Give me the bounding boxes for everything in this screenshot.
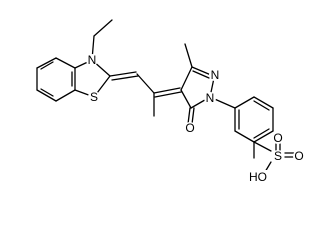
atom-ho: HO (249, 170, 267, 184)
bond-c2-ch-double-b (111, 75, 139, 81)
bond-benzo-3 (55, 89, 76, 102)
atom-bg-ho (249, 170, 267, 183)
structure-canvas: N S N N O O S O HO (36, 19, 305, 184)
atom-bg-n2 (209, 69, 221, 81)
atom-bg-n1 (204, 92, 216, 104)
bond-ph-1 (234, 96, 255, 109)
bond-ph-5 (234, 130, 255, 143)
bond-benzo-1 (55, 57, 76, 69)
atom-o-right: O (294, 149, 303, 163)
atom-bg-o-top (272, 132, 284, 144)
bond-ph-inner-2 (253, 128, 270, 139)
atom-s1: S (90, 90, 98, 104)
bonds (36, 19, 295, 173)
bond-ph-inner-1 (253, 100, 270, 111)
bond-ch-cme (136, 73, 155, 94)
atom-bg-o-right (293, 150, 305, 162)
bond-c5-c4 (180, 89, 192, 109)
bond-c5-o-double-a (187, 107, 191, 125)
bond-c3-n2-double-b (192, 70, 210, 79)
bond-c3-methyl (184, 43, 193, 68)
atom-o-top: O (273, 131, 282, 145)
bond-benzo-inner-2 (40, 88, 54, 97)
atom-n2: N (211, 68, 220, 82)
bond-ph-2 (253, 96, 274, 109)
bond-ch2-ch3 (93, 19, 113, 37)
atom-bg-o5 (184, 122, 196, 134)
atom-s-sulfo: S (274, 149, 282, 163)
bond-cme-c4-double-b (154, 91, 182, 98)
bond-benzo-inner-3 (40, 61, 54, 70)
atom-o5: O (185, 121, 194, 135)
atom-n3: N (88, 53, 97, 67)
bond-c5-o-double-b (191, 107, 195, 125)
bond-benzo-6 (36, 57, 57, 69)
bond-ring-s-link (253, 141, 272, 152)
bond-ph-4 (253, 130, 274, 143)
atom-labels: N S N N O O S O HO (86, 53, 305, 184)
atom-bg-n3 (86, 54, 98, 66)
bond-c4-c3 (180, 66, 193, 91)
bond-benzo-4 (36, 89, 57, 102)
bond-c2-ch-double-a (109, 71, 137, 77)
atom-n1: N (206, 91, 215, 105)
atom-bg-s-sulfo (272, 150, 284, 162)
atom-bg-s1 (88, 91, 100, 103)
bond-cme-c4-double-a (153, 87, 181, 94)
bond-c3-n2-double-a (191, 66, 212, 76)
